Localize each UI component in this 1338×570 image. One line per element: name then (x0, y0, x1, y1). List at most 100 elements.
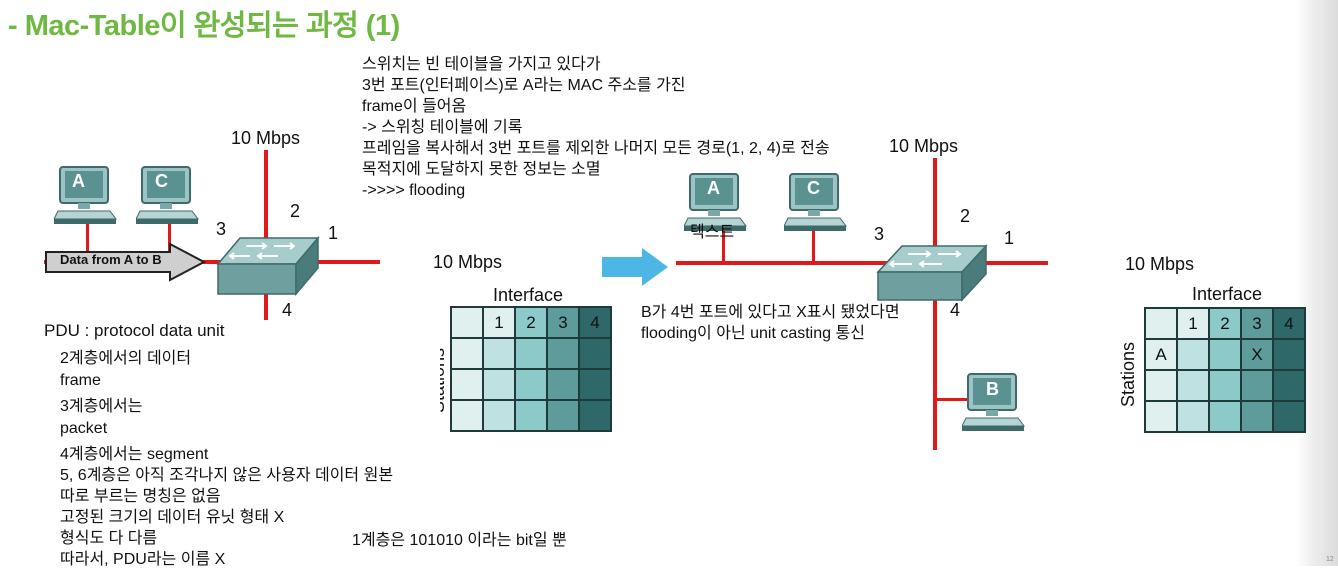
right-speed-table: 10 Mbps (1125, 254, 1195, 274)
table-cell (578, 399, 612, 432)
table-cell (1272, 369, 1306, 402)
table-cell (514, 368, 548, 401)
left-speed-table: 10 Mbps (433, 252, 503, 272)
description-line: 스위치는 빈 테이블을 가지고 있다가 (362, 56, 601, 73)
right-port-4: 4 (950, 300, 961, 320)
left-drop-c (168, 215, 171, 262)
pc-a-label: A (707, 178, 720, 198)
description-line: 목적지에 도달하지 못한 정보는 소멸 (362, 161, 601, 178)
table-header: 2 (1208, 307, 1242, 340)
pdu-line: 고정된 크기의 데이터 유닛 형태 X (60, 509, 285, 526)
right-drop-c (812, 222, 815, 262)
left-drop-a (86, 215, 89, 262)
table-cell (578, 368, 612, 401)
table-header: 3 (1240, 307, 1274, 340)
table-cell (482, 399, 516, 432)
right-note-line: flooding이 아닌 unit casting 통신 (641, 325, 865, 342)
table-header: 2 (514, 306, 548, 339)
right-note-line: B가 4번 포트에 있다고 X표시 됐었다면 (641, 304, 900, 321)
pdu-line: 따로 부르는 명칭은 없음 (60, 488, 221, 505)
right-port-2: 2 (960, 206, 971, 226)
table-header: 4 (578, 306, 612, 339)
right-port-1: 1 (1004, 228, 1015, 248)
table-cell (514, 399, 548, 432)
table-cell (482, 337, 516, 370)
left-speed-top: 10 Mbps (231, 128, 301, 148)
table-cell (1176, 338, 1210, 371)
table-cell (1240, 369, 1274, 402)
right-mac-table: 1 2 3 4 A X (1144, 307, 1306, 433)
table-cell (1208, 338, 1242, 371)
table-header: 3 (546, 306, 580, 339)
left-port-4: 4 (282, 300, 293, 320)
pdu-line: packet (60, 420, 108, 437)
table-cell (482, 368, 516, 401)
right-speed-top: 10 Mbps (889, 136, 959, 156)
pdu-heading: PDU : protocol data unit (44, 321, 225, 340)
pdu-line: 4계층에서는 segment (60, 446, 209, 463)
pdu-line: frame (60, 372, 101, 389)
switch-icon (876, 244, 988, 309)
pc-c-icon: C (135, 165, 200, 231)
table-cell (546, 368, 580, 401)
pdu-line: 2계층에서의 데이터 (60, 350, 192, 367)
pc-c-label: C (807, 178, 820, 198)
table-station-cell: A (1144, 338, 1178, 371)
pc-a-label: A (72, 171, 85, 191)
description-line: 3번 포트(인터페이스)로 A라는 MAC 주소를 가진 (362, 77, 686, 94)
right-port-3: 3 (874, 224, 885, 244)
pdu-line: 3계층에서는 (60, 398, 143, 415)
pdu-line: 형식도 다 다름 (60, 530, 158, 547)
switch-icon (216, 235, 320, 303)
left-mac-table: 1 2 3 4 (450, 306, 612, 432)
left-port-3: 3 (216, 219, 227, 239)
table-cell (1208, 369, 1242, 402)
table-header: 4 (1272, 307, 1306, 340)
description-line: ->>>> flooding (362, 182, 466, 199)
table-cell (1272, 400, 1306, 433)
table-cell (1144, 400, 1178, 433)
pc-b-label: B (986, 379, 999, 399)
layer1-note: 1계층은 101010 이라는 bit일 뿐 (352, 532, 567, 549)
pdu-notes: PDU : protocol data unit 2계층에서의 데이터 fram… (40, 320, 440, 440)
right-drop-b (935, 398, 967, 401)
pdu-line: 5, 6계층은 아직 조각나지 않은 사용자 데이터 원본 (60, 467, 394, 484)
description-line: -> 스위칭 테이블에 기록 (362, 119, 523, 136)
table-cell (578, 337, 612, 370)
data-arrow: Data from A to B (44, 242, 207, 287)
transition-arrow-icon (602, 248, 668, 291)
table-cell (1240, 400, 1274, 433)
table-cell (450, 368, 484, 401)
data-arrow-label: Data from A to B (60, 252, 162, 267)
slide-title: - Mac-Table이 완성되는 과정 (1) (8, 10, 400, 42)
table-cell (450, 306, 484, 339)
description-line: 프레임을 복사해서 3번 포트를 제외한 나머지 모든 경로(1, 2, 4)로… (362, 140, 830, 157)
right-drop-a (722, 222, 725, 262)
left-vertical-segment (264, 150, 268, 440)
overlay-text: 텍스트 (690, 224, 735, 241)
table-cell (1176, 369, 1210, 402)
left-interface-label: Interface (493, 285, 564, 305)
description-line: frame이 들어옴 (362, 98, 467, 115)
right-vertical-segment (933, 158, 937, 450)
page-number: 12 (1326, 556, 1334, 563)
pc-c-icon: C (783, 172, 848, 238)
pdu-line: 따라서, PDU라는 이름 X (60, 551, 226, 568)
left-horizontal-segment (44, 260, 380, 264)
table-cell (1144, 369, 1178, 402)
slide-edge-shadow (1296, 0, 1338, 566)
table-cell (1176, 400, 1210, 433)
description-block: 스위치는 빈 테이블을 가지고 있다가 3번 포트(인터페이스)로 A라는 MA… (362, 54, 830, 201)
table-cell (1208, 400, 1242, 433)
right-stations-label: Stations (1118, 341, 1138, 407)
table-cell (546, 399, 580, 432)
table-cell (1272, 338, 1306, 371)
table-cell (1144, 307, 1178, 340)
pc-a-icon: A (683, 172, 748, 238)
table-cell (514, 337, 548, 370)
right-interface-label: Interface (1192, 284, 1263, 304)
right-note: B가 4번 포트에 있다고 X표시 됐었다면 flooding이 아닌 unit… (641, 302, 900, 344)
table-header: 1 (482, 306, 516, 339)
table-mark-cell: X (1240, 338, 1274, 371)
table-header: 1 (1176, 307, 1210, 340)
